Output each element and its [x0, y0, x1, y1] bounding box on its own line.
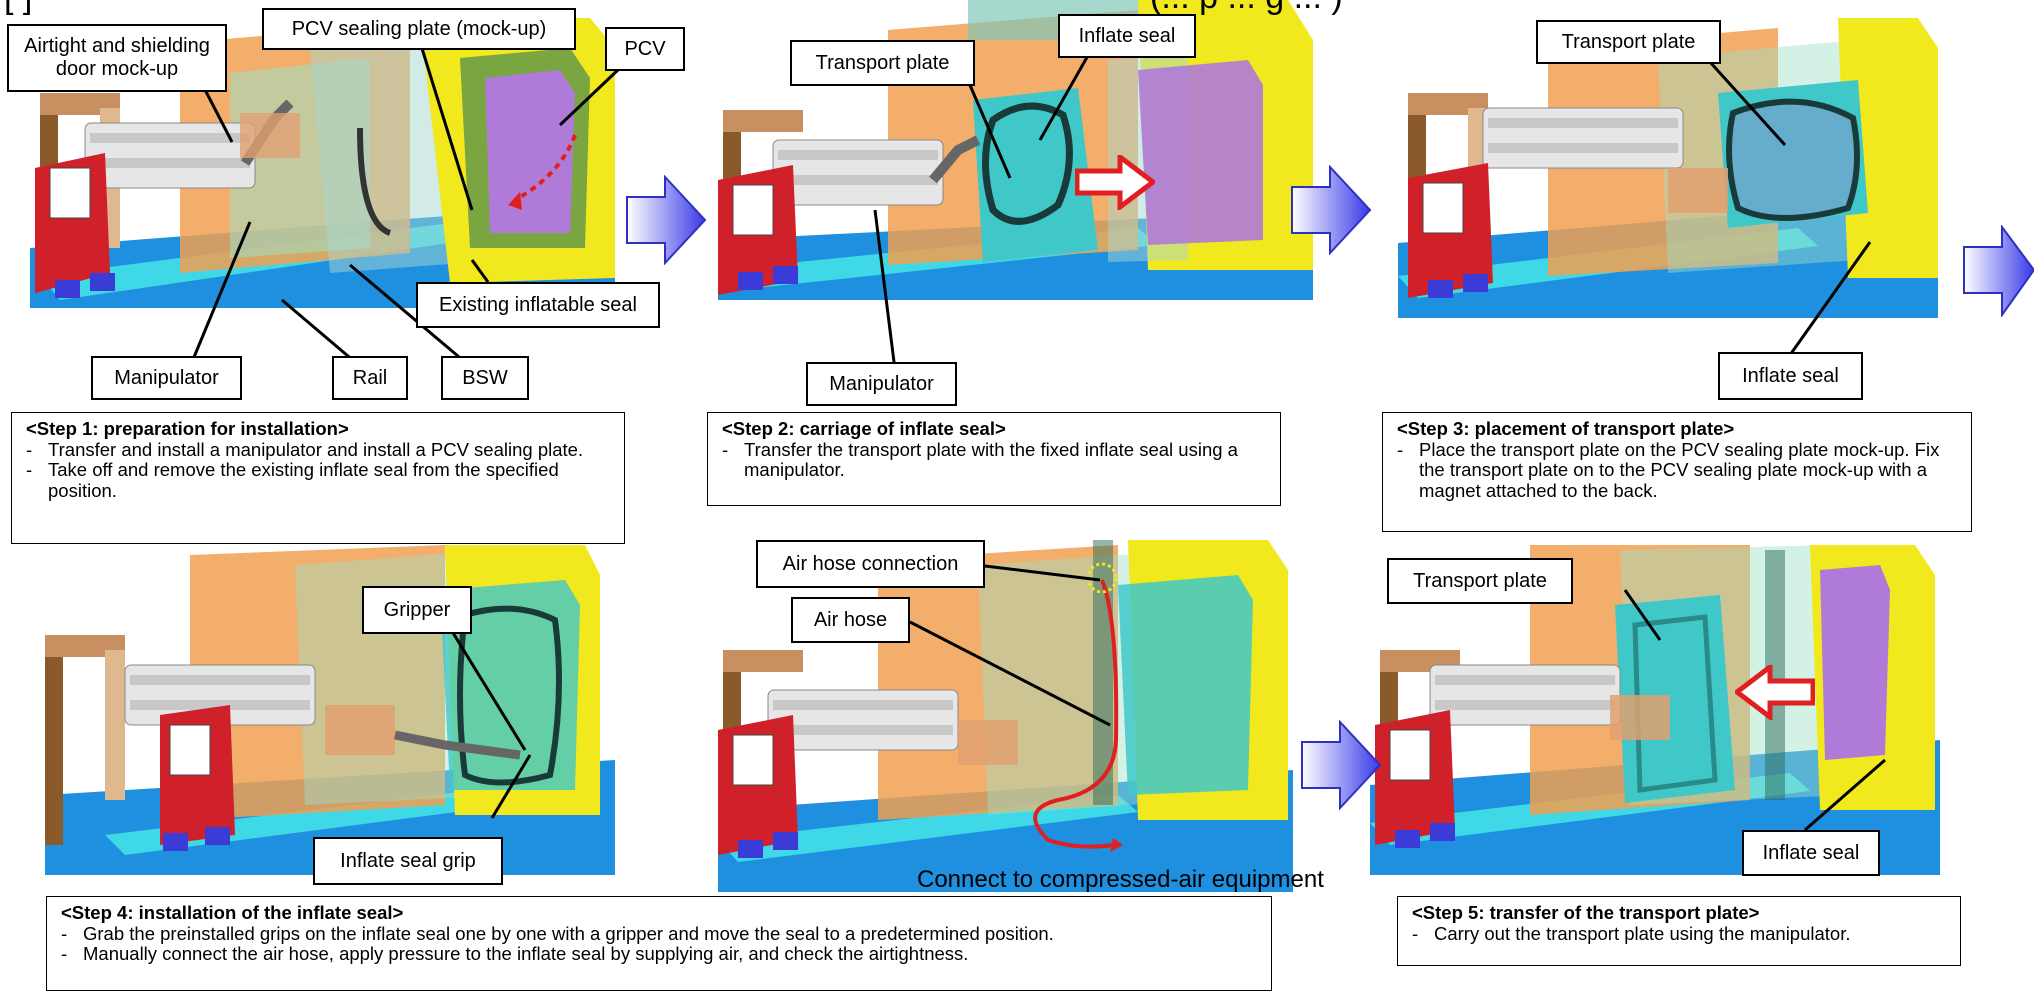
- step1-title: <Step 1: preparation for installation>: [26, 418, 349, 439]
- scene-step4-drawing: [45, 545, 615, 875]
- step1-line-1: -Transfer and install a manipulator and …: [26, 438, 584, 460]
- flow-arrow-icon: [1963, 225, 2034, 317]
- callout-existing-inflatable-seal: Existing inflatable seal: [416, 282, 660, 328]
- step4-line-2: -Manually connect the air hose, apply pr…: [61, 943, 969, 965]
- step1-line-2: -Take off and remove the existing inflat…: [26, 459, 559, 502]
- step3-line-1: -Place the transport plate on the PCV se…: [1397, 438, 1940, 502]
- callout-rail: Rail: [332, 356, 408, 400]
- step2-line-1: -Transfer the transport plate with the f…: [722, 438, 1238, 481]
- step3-line-1-text: Place the transport plate on the PCV sea…: [1419, 438, 1940, 502]
- callout-inflate-seal-step3: Inflate seal: [1718, 352, 1863, 400]
- callout-gripper: Gripper: [362, 586, 472, 634]
- step4-line-2-text: Manually connect the air hose, apply pre…: [83, 943, 969, 965]
- scene-step5-drawing: [1370, 545, 1940, 875]
- callout-inflate-seal-grip: Inflate seal grip: [313, 837, 503, 885]
- callout-transport-plate-step5: Transport plate: [1387, 558, 1573, 604]
- callout-manipulator-step2: Manipulator: [806, 362, 957, 406]
- callout-air-hose: Air hose: [791, 597, 910, 643]
- step3-title: <Step 3: placement of transport plate>: [1397, 418, 1735, 439]
- step1-box: <Step 1: preparation for installation> -…: [11, 412, 625, 544]
- step1-line-1-text: Transfer and install a manipulator and i…: [48, 438, 584, 460]
- compressed-air-note: Connect to compressed-air equipment: [917, 866, 1324, 893]
- step2-title: <Step 2: carriage of inflate seal>: [722, 418, 1006, 439]
- callout-transport-plate-step2: Transport plate: [790, 40, 975, 86]
- step4-line-1-text: Grab the preinstalled grips on the infla…: [83, 922, 1054, 944]
- step2-box: <Step 2: carriage of inflate seal> -Tran…: [707, 412, 1281, 506]
- step5-line-1: -Carry out the transport plate using the…: [1412, 922, 1851, 944]
- header-title-fragment: (... p ... g ... ): [1150, 0, 1343, 17]
- step4-line-1: -Grab the preinstalled grips on the infl…: [61, 922, 1054, 944]
- callout-pcv: PCV: [605, 27, 685, 71]
- step5-line-1-text: Carry out the transport plate using the …: [1434, 922, 1851, 944]
- scene-step5: [1370, 545, 1940, 875]
- callout-pcv-sealing-plate: PCV sealing plate (mock-up): [262, 8, 576, 50]
- step3-box: <Step 3: placement of transport plate> -…: [1382, 412, 1972, 532]
- header-left-fragment: [ ]: [4, 0, 32, 17]
- scene-step4: [45, 545, 615, 875]
- flow-arrow-icon: [1301, 720, 1382, 810]
- flow-arrow-icon: [626, 175, 707, 265]
- callout-transport-plate-step3: Transport plate: [1536, 20, 1721, 64]
- red-direction-arrow-icon: [1075, 155, 1155, 210]
- callout-inflate-seal-step5: Inflate seal: [1742, 830, 1880, 876]
- scene-step4-air-hose: [718, 540, 1293, 892]
- callout-air-hose-connection: Air hose connection: [756, 540, 985, 588]
- flow-arrow-icon: [1291, 165, 1372, 255]
- scene-step4-air-hose-drawing: [718, 540, 1293, 892]
- step4-box: <Step 4: installation of the inflate sea…: [46, 896, 1272, 991]
- callout-airtight-door: Airtight and shielding door mock-up: [7, 24, 227, 92]
- callout-bsw: BSW: [441, 356, 529, 400]
- step2-line-1-text: Transfer the transport plate with the fi…: [744, 438, 1238, 481]
- step5-title: <Step 5: transfer of the transport plate…: [1412, 902, 1760, 923]
- callout-manipulator-step1: Manipulator: [91, 356, 242, 400]
- callout-inflate-seal-step2: Inflate seal: [1058, 14, 1196, 58]
- step4-title: <Step 4: installation of the inflate sea…: [61, 902, 404, 923]
- step5-box: <Step 5: transfer of the transport plate…: [1397, 896, 1961, 966]
- red-direction-arrow-icon: [1735, 665, 1815, 720]
- step1-line-2-text: Take off and remove the existing inflate…: [48, 459, 559, 502]
